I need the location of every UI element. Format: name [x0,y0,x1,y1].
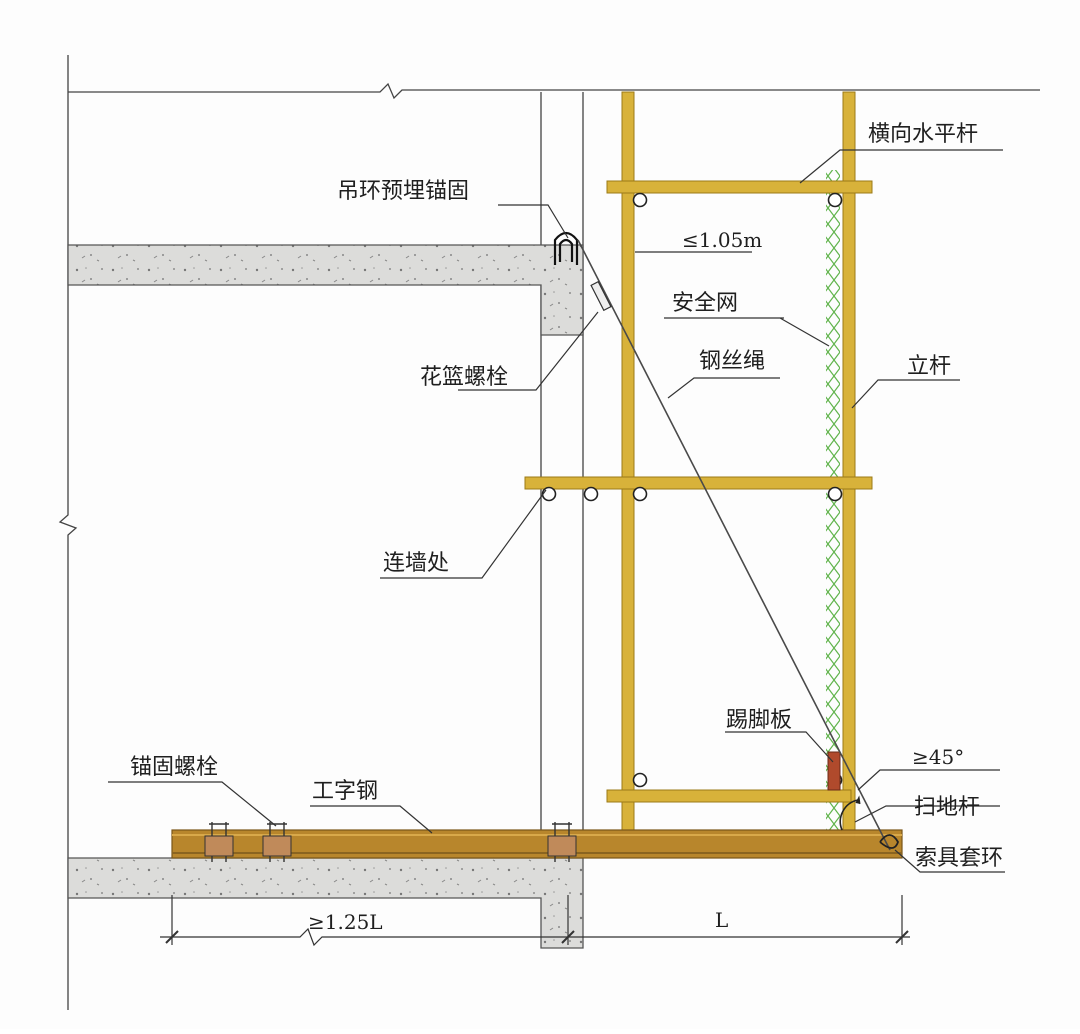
label-anchor-bolt: 锚固螺栓 [130,755,218,780]
lower-slab [67,857,584,949]
uprights [621,91,856,831]
upper-slab [67,244,584,336]
anchor-bolts [204,822,577,862]
leader-lines [108,149,1005,873]
label-angle: ≥45° [912,745,964,769]
label-lifting-ring: 吊环预埋锚固 [337,179,469,204]
turnbuckle [590,280,612,312]
label-toe-board: 踢脚板 [726,708,792,733]
inner-upright [621,91,635,831]
sweep-bar-rect [606,789,852,803]
top-transverse-bar [606,180,873,194]
toe-board [827,751,841,791]
building-outline [58,55,1040,1010]
i-beam [171,829,903,859]
label-upright: 立杆 [907,354,951,379]
label-anchor-length: ≥1.25L [308,910,383,934]
wire-rope [577,239,891,851]
rigging-loop [879,834,899,849]
horizontal-bars [524,180,873,803]
label-safety-net: 安全网 [672,291,738,316]
label-wire-rope: 钢丝绳 [699,349,765,374]
label-spacing: ≤1.05m [682,228,762,252]
label-transverse-bar: 横向水平杆 [868,122,978,147]
label-cantilever-length: L [715,908,728,932]
dimension-line [160,895,910,947]
angle-arc [839,799,859,831]
label-sweep-bar: 扫地杆 [914,795,980,820]
lifting-ring [553,231,579,265]
label-i-beam: 工字钢 [312,779,378,804]
label-wall-tie: 连墙处 [383,551,449,576]
label-rigging-loop: 索具套环 [915,846,1003,871]
outer-upright [842,91,856,831]
longitudinal-bar-ends [541,192,843,788]
middle-transverse-bar [524,476,873,490]
label-turnbuckle: 花篮螺栓 [420,365,508,390]
